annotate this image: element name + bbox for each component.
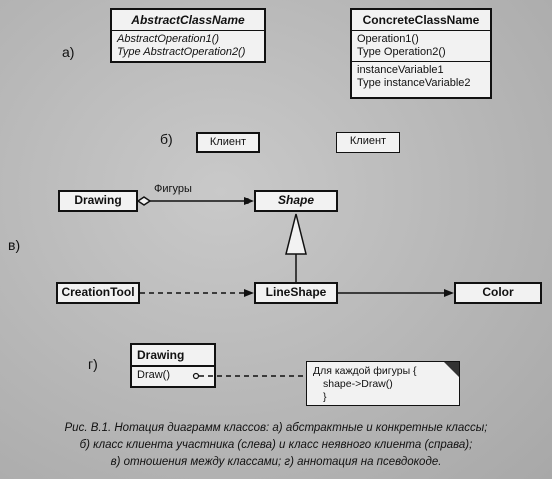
section-label-a: а): [62, 44, 75, 60]
concrete-attribute: Type instanceVariable2: [357, 77, 471, 89]
concrete-attribute: instanceVariable1: [357, 64, 444, 76]
concrete-operation: Type Operation2(): [357, 46, 446, 58]
multiplicity-dot: [244, 198, 250, 204]
note-line: Для каждой фигуры {: [313, 365, 417, 377]
creation-arrowhead: [244, 289, 254, 297]
color-class-box: Color: [454, 282, 542, 304]
drawing-class-box: Drawing: [58, 190, 138, 212]
note-fold-corner: [444, 362, 459, 377]
concrete-class-attributes: instanceVariable1 Type instanceVariable2: [352, 61, 490, 92]
abstract-operation: AbstractOperation1(): [117, 33, 220, 45]
pseudocode-note: Для каждой фигуры { shape->Draw() }: [306, 361, 460, 406]
section-label-b: б): [160, 131, 173, 147]
note-line: shape->Draw(): [323, 378, 393, 390]
abstract-class-name: AbstractClassName: [131, 13, 245, 27]
implicit-client-box: Клиент: [336, 132, 400, 153]
creation-tool-class-box: CreationTool: [56, 282, 140, 304]
aggregation-diamond: [136, 196, 152, 206]
caption-line: б) класс клиента участника (слева) и кла…: [79, 439, 473, 451]
section-label-v: в): [8, 237, 21, 253]
abstract-operation: Type AbstractOperation2(): [117, 46, 246, 58]
inheritance-triangle: [285, 213, 307, 255]
caption-line: в) отношения между классами; г) аннотаци…: [110, 456, 442, 468]
concrete-class-name: ConcreteClassName: [362, 13, 480, 27]
aggregation-label: Фигуры: [154, 183, 192, 195]
figure-caption: Рис. В.1. Нотация диаграмм классов: а) а…: [0, 420, 552, 471]
annotation-operation: Draw(): [137, 369, 170, 381]
annotation-class-box: Drawing Draw(): [130, 343, 216, 388]
annotation-link-circle: [192, 372, 200, 380]
line-shape-class-box: LineShape: [254, 282, 338, 304]
concrete-class-box: ConcreteClassName Operation1() Type Oper…: [350, 8, 492, 99]
concrete-operation: Operation1(): [357, 33, 419, 45]
concrete-class-operations: Operation1() Type Operation2(): [352, 30, 490, 61]
annotation-class-operations: Draw(): [132, 365, 214, 384]
section-label-g: г): [88, 356, 98, 372]
note-line: }: [323, 391, 327, 403]
abstract-class-operations: AbstractOperation1() Type AbstractOperat…: [112, 30, 264, 61]
annotation-class-name: Drawing: [137, 348, 185, 362]
association-arrowhead: [444, 289, 454, 297]
shape-class-box: Shape: [254, 190, 338, 212]
participant-client-box: Клиент: [196, 132, 260, 153]
caption-line: Рис. В.1. Нотация диаграмм классов: а) а…: [64, 422, 488, 434]
abstract-class-box: AbstractClassName AbstractOperation1() T…: [110, 8, 266, 63]
